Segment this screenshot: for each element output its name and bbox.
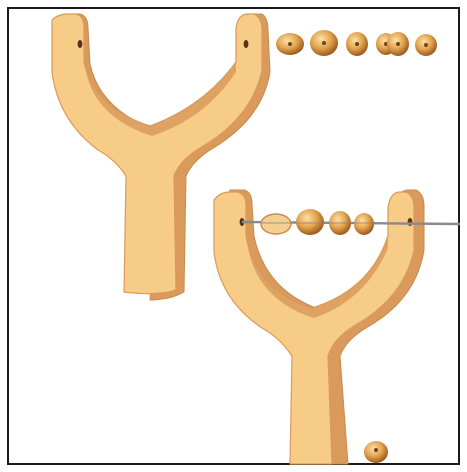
strung-bead <box>354 213 374 235</box>
loose-bead-hole <box>424 43 428 47</box>
top-right-hole <box>244 40 249 48</box>
bottom-right-hole <box>408 218 413 226</box>
loose-bead-hole <box>288 42 292 46</box>
dropped-bead <box>364 441 388 463</box>
strung-bead <box>261 214 291 234</box>
strung-bead <box>296 209 324 235</box>
top-left-hole <box>78 40 83 48</box>
loose-bead-hole <box>322 41 326 45</box>
loose-bead-hole <box>355 42 359 46</box>
loose-bead-hole <box>396 42 400 46</box>
dropped-bead-hole <box>374 448 378 452</box>
